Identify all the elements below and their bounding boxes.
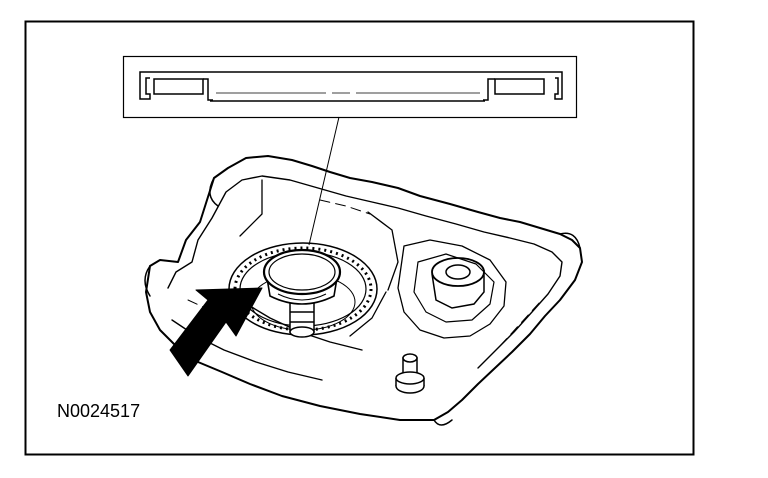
seal-installer-tool <box>262 248 342 305</box>
dowel-pin <box>395 353 425 394</box>
illustration-frame <box>24 20 695 456</box>
figure-reference-number: N0024517 <box>57 401 141 421</box>
seal-cross-section-inset <box>122 55 578 246</box>
installation-arrow <box>169 287 263 377</box>
case-boss <box>431 257 485 309</box>
transmission-case <box>144 155 583 426</box>
